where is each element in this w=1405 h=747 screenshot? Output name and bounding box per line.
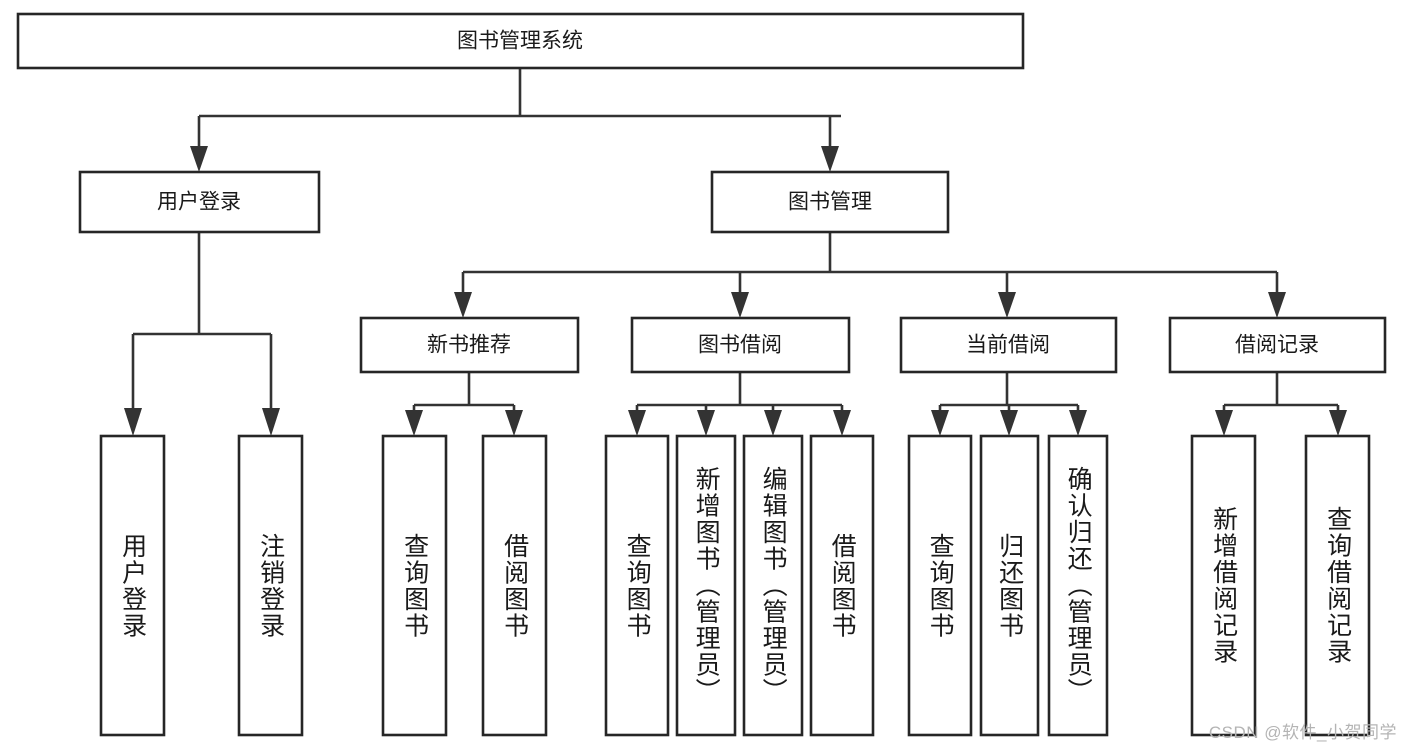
node-root[interactable]: 图书管理系统 — [16, 12, 1025, 70]
leaf-box[interactable] — [1304, 434, 1371, 737]
leaf-box[interactable] — [907, 434, 973, 737]
node-borrow-record-label: 借阅记录 — [1235, 334, 1319, 357]
node-book-management[interactable]: 图书管理 — [710, 170, 950, 234]
node-root-label: 图书管理系统 — [457, 30, 583, 53]
connector-root-to-level1 — [190, 68, 841, 172]
leaf-box[interactable] — [381, 434, 448, 737]
leaf-box[interactable] — [675, 434, 737, 737]
connector-bookmgmt-to-level2 — [454, 232, 1286, 318]
leaf-box[interactable] — [742, 434, 804, 737]
node-book-borrow-label: 图书借阅 — [698, 334, 782, 357]
node-book-management-label: 图书管理 — [788, 191, 872, 214]
node-user-login-label: 用户登录 — [157, 191, 241, 214]
connector-newbook-to-leaves — [405, 372, 523, 436]
node-current-borrow[interactable]: 当前借阅 — [899, 316, 1118, 374]
leaf-boxes-new-book-recommend — [381, 434, 548, 737]
connector-userlogin-to-leaves — [124, 232, 280, 436]
leaf-box[interactable] — [979, 434, 1040, 737]
leaf-box[interactable] — [604, 434, 670, 737]
leaf-box[interactable] — [237, 434, 304, 737]
watermark: CSDN @软件_小贺同学 — [1208, 723, 1397, 742]
node-new-book-recommend-label: 新书推荐 — [427, 334, 511, 357]
leaf-box[interactable] — [481, 434, 548, 737]
leaf-boxes-user-login — [99, 434, 304, 737]
node-borrow-record[interactable]: 借阅记录 — [1168, 316, 1387, 374]
connector-borrowrecord-to-leaves — [1215, 372, 1347, 436]
node-current-borrow-label: 当前借阅 — [966, 334, 1050, 357]
leaf-boxes-book-borrow — [604, 434, 875, 737]
leaf-boxes-borrow-record — [1190, 434, 1371, 737]
node-user-login[interactable]: 用户登录 — [78, 170, 321, 234]
connector-currentborrow-to-leaves — [931, 372, 1087, 436]
node-book-borrow[interactable]: 图书借阅 — [630, 316, 851, 374]
leaf-box[interactable] — [99, 434, 166, 737]
leaf-box[interactable] — [809, 434, 875, 737]
connector-borrowbook-to-leaves — [628, 372, 851, 436]
leaf-box[interactable] — [1047, 434, 1109, 737]
node-new-book-recommend[interactable]: 新书推荐 — [359, 316, 580, 374]
leaf-boxes-current-borrow — [907, 434, 1109, 737]
leaf-box[interactable] — [1190, 434, 1257, 737]
